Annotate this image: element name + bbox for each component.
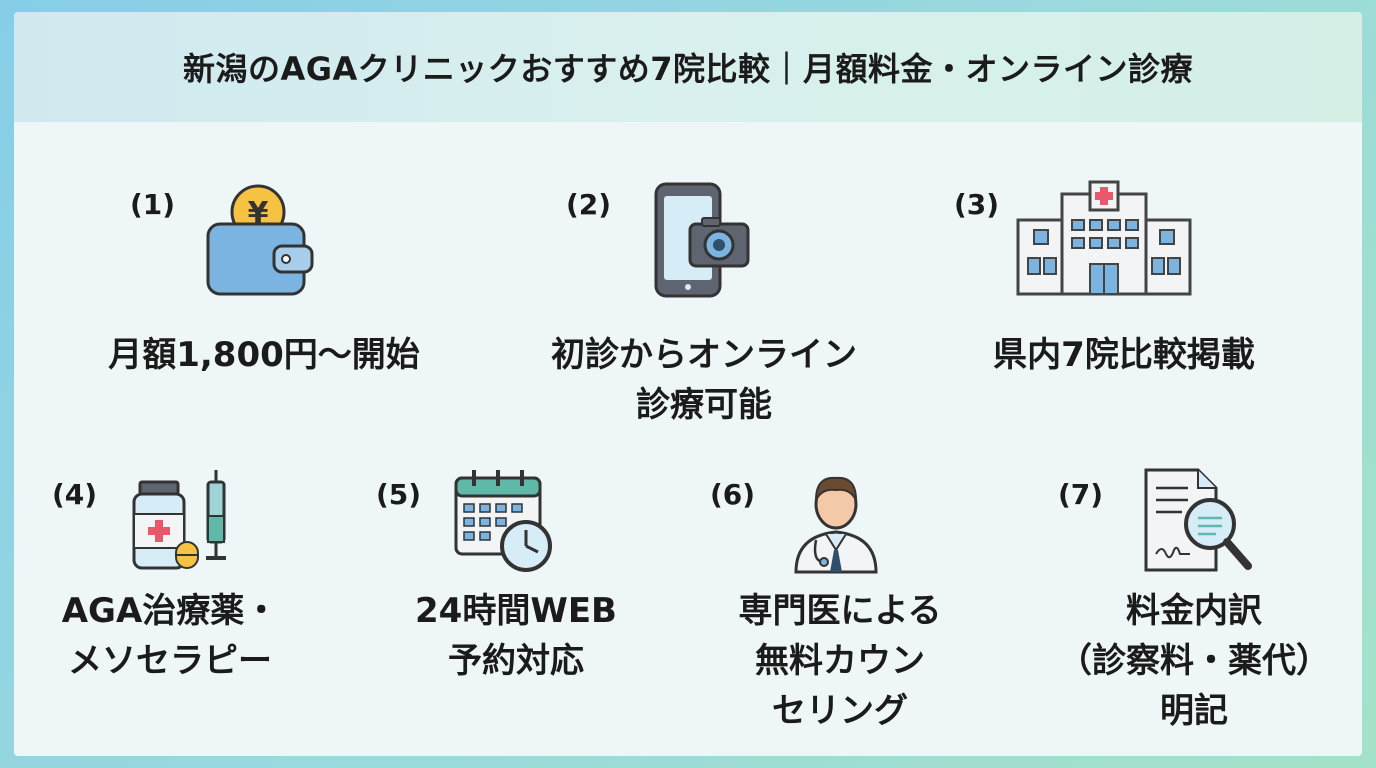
svg-text:¥: ¥ <box>248 196 269 231</box>
item-7-label: 料金内訳 （診察料・薬代） 明記 <box>1058 591 1330 731</box>
title-banner <box>14 12 1362 122</box>
wallet-yen-icon: ¥ <box>206 184 314 296</box>
medicine-syringe-icon <box>132 470 226 570</box>
doctor-icon <box>794 476 878 574</box>
item-6-label: 専門医による 無料カウン セリング <box>738 591 942 731</box>
item-3-number: (3) <box>954 188 1000 221</box>
item-1-number: (1) <box>130 188 176 221</box>
item-1-label: 月額1,800円〜開始 <box>108 335 420 375</box>
item-4-label: AGA治療薬・ メソセラピー <box>61 591 279 681</box>
item-4-number: (4) <box>52 478 98 511</box>
calendar-clock-icon <box>454 470 552 572</box>
item-2-number: (2) <box>566 188 612 221</box>
page-title: 新潟のAGAクリニックおすすめ7院比較｜月額料金・オンライン診療 <box>182 50 1194 88</box>
infographic-card: 新潟のAGAクリニックおすすめ7院比較｜月額料金・オンライン診療 (1) ¥ 月… <box>14 12 1362 756</box>
item-2-label: 初診からオンライン 診療可能 <box>551 335 857 425</box>
item-5-label: 24時間WEB 予約対応 <box>415 591 617 681</box>
hospital-icon <box>1016 180 1192 296</box>
item-5-number: (5) <box>376 478 422 511</box>
item-7-number: (7) <box>1058 478 1104 511</box>
item-3-label: 県内7院比較掲載 <box>993 335 1255 375</box>
smartphone-camera-icon <box>654 182 750 298</box>
item-6-number: (6) <box>710 478 756 511</box>
document-magnifier-icon <box>1144 468 1252 572</box>
